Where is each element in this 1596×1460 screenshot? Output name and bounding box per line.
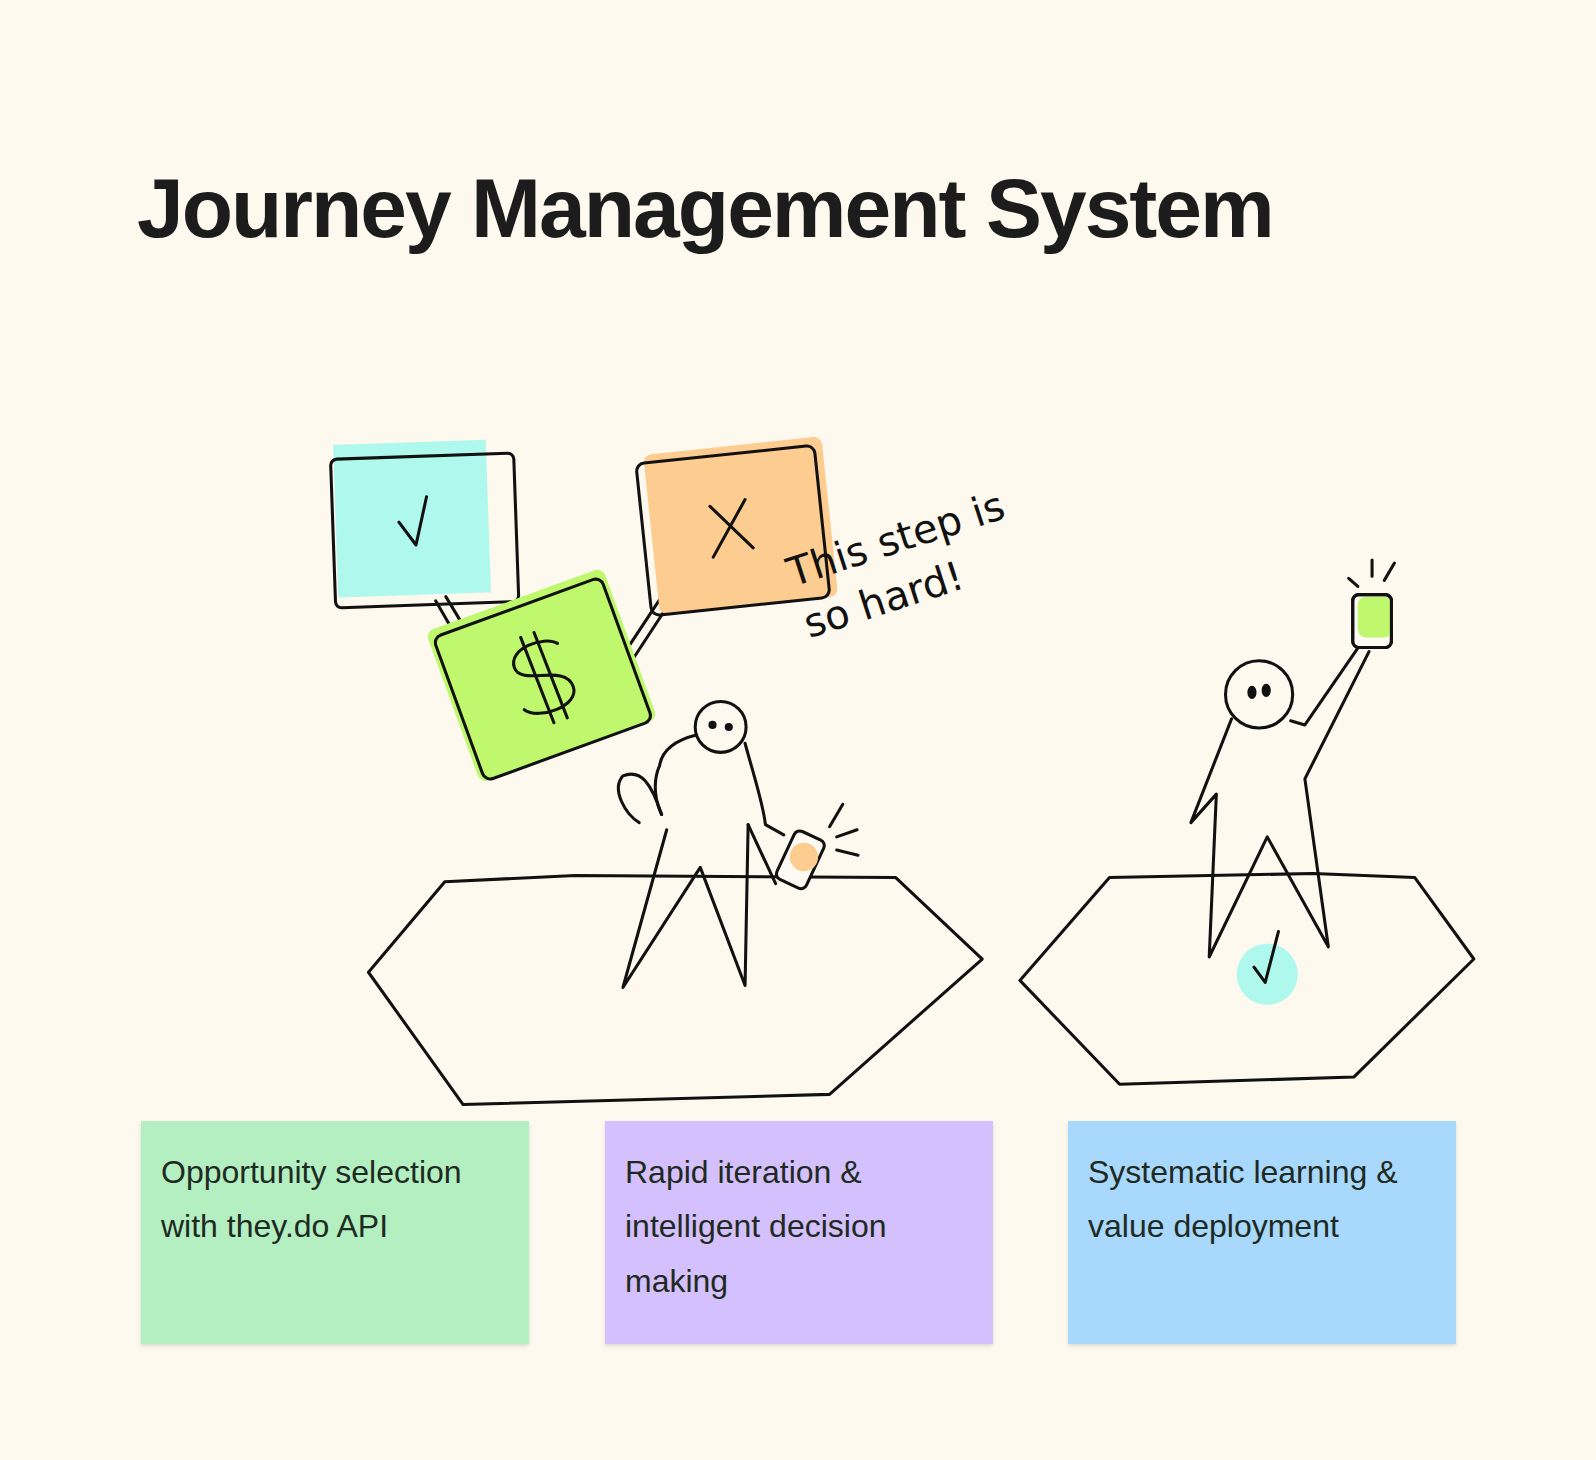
note-text: Opportunity selection with they.do API bbox=[161, 1145, 509, 1254]
sticky-note: Rapid iteration & intelligent decision m… bbox=[605, 1121, 993, 1344]
right-platform bbox=[1020, 874, 1474, 1085]
sticky-note: Opportunity selection with they.do API bbox=[141, 1121, 529, 1344]
sticky-note: Systematic learning & value deployment bbox=[1068, 1121, 1456, 1344]
confused-figure bbox=[618, 702, 783, 988]
orange-phone bbox=[774, 829, 826, 891]
note-text: Systematic learning & value deployment bbox=[1088, 1145, 1436, 1254]
phone-rays bbox=[830, 804, 859, 855]
phone-rays bbox=[1349, 560, 1395, 586]
title: Journey Management System bbox=[137, 160, 1273, 257]
dollar-box bbox=[426, 567, 658, 783]
check-mark bbox=[1254, 932, 1278, 983]
happy-figure bbox=[1191, 647, 1369, 957]
green-phone bbox=[1353, 595, 1393, 648]
left-platform bbox=[368, 876, 982, 1105]
check-box bbox=[330, 439, 519, 608]
note-text: Rapid iteration & intelligent decision m… bbox=[625, 1145, 973, 1308]
